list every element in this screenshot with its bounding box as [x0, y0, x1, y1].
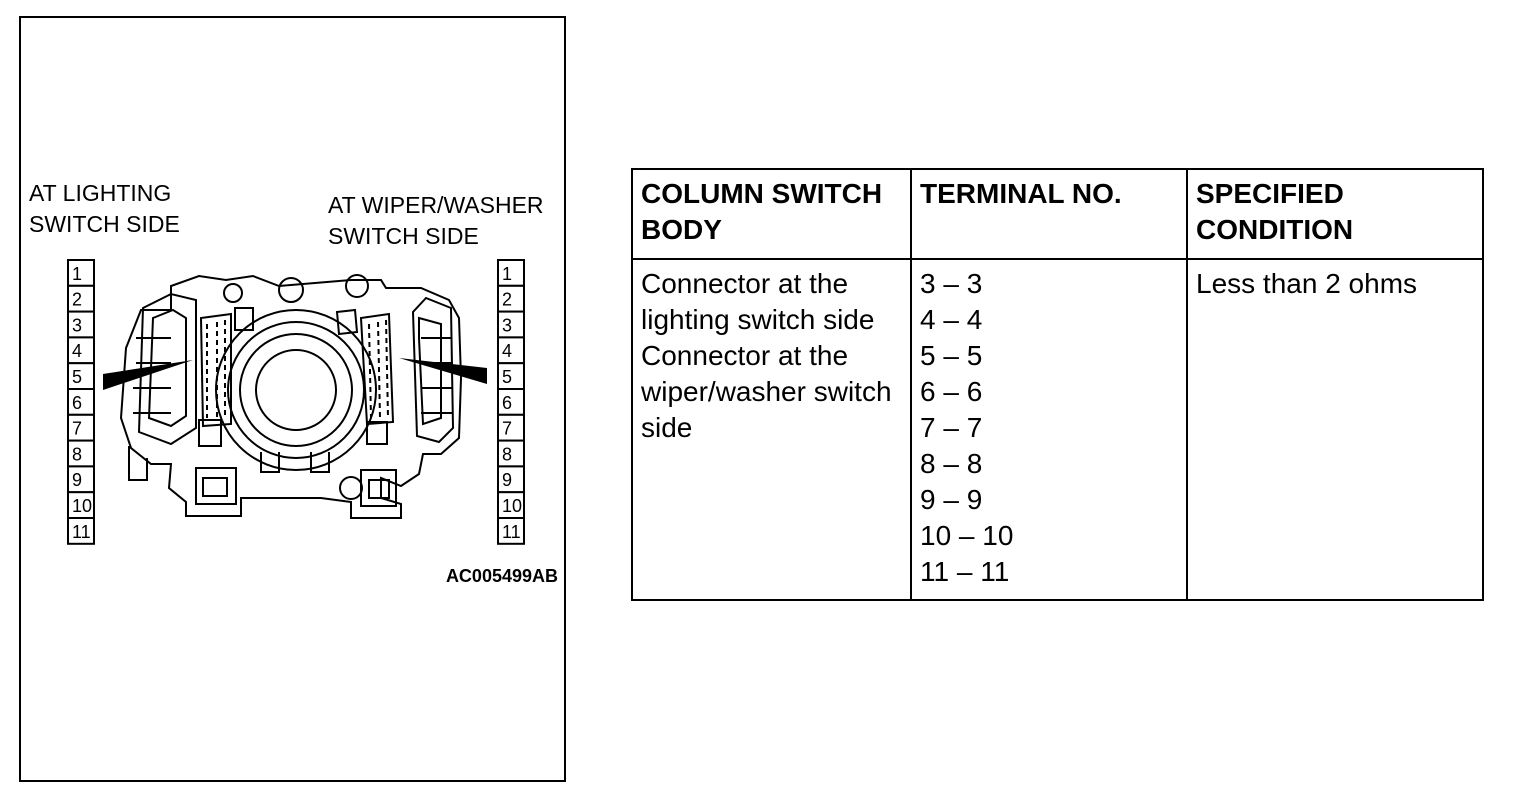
- cell-condition: Less than 2 ohms: [1186, 258, 1484, 601]
- pin-number: 6: [502, 393, 512, 413]
- label-line: SWITCH SIDE: [328, 223, 479, 249]
- pin-box: [497, 259, 525, 287]
- terminal-pair: 5 – 5: [920, 340, 983, 371]
- pin-column-right: 1 2 3 4 5 6 7 8 9 10 11: [497, 259, 525, 545]
- header-terminal-no: TERMINAL NO.: [910, 168, 1188, 260]
- arrow-left-icon: [103, 360, 193, 390]
- table-row: Connector at the lighting switch side Co…: [631, 258, 1484, 601]
- pin-box: [497, 388, 525, 416]
- terminal-pair: 4 – 4: [920, 304, 983, 335]
- label-line: AT WIPER/WASHER: [328, 192, 544, 218]
- pin-box: [67, 439, 95, 468]
- cell-body: Connector at the lighting switch side Co…: [631, 258, 912, 601]
- pin-box: [67, 517, 95, 545]
- pin-box: [67, 491, 95, 520]
- pin-box: [67, 336, 95, 365]
- pin-box: [67, 388, 95, 416]
- pin-number: 3: [72, 315, 82, 335]
- terminal-pair: 9 – 9: [920, 484, 983, 515]
- terminal-pair: 6 – 6: [920, 376, 983, 407]
- pin-number: 9: [502, 470, 512, 490]
- pin-box: [67, 362, 95, 391]
- pin-number: 7: [502, 419, 512, 439]
- pin-box: [497, 310, 525, 339]
- pin-number: 2: [72, 290, 82, 310]
- center-ring: [215, 309, 377, 471]
- pin-number: 5: [502, 367, 512, 387]
- pin-number: 8: [502, 444, 512, 464]
- terminal-pair: 10 – 10: [920, 520, 1014, 551]
- table-header-row: COLUMN SWITCH BODY TERMINAL NO. SPECIFIE…: [631, 168, 1484, 260]
- header-column-switch-body: COLUMN SWITCH BODY: [631, 168, 912, 260]
- pin-number: 2: [502, 290, 512, 310]
- pin-box: [497, 517, 525, 545]
- arrow-right-icon: [399, 358, 487, 384]
- pin-box: [67, 259, 95, 287]
- pin-number: 10: [72, 496, 92, 516]
- terminal-pair: 3 – 3: [920, 268, 983, 299]
- pin-box: [67, 465, 95, 494]
- pin-number: 1: [502, 264, 512, 284]
- header-specified-condition: SPECIFIED CONDITION: [1186, 168, 1484, 260]
- pin-number: 3: [502, 315, 512, 335]
- cell-terminals: 3 – 3 4 – 4 5 – 5 6 – 6 7 – 7 8 – 8 9 – …: [910, 258, 1188, 601]
- pin-number: 4: [72, 341, 82, 361]
- pin-number: 9: [72, 470, 82, 490]
- terminal-lines: [206, 319, 389, 419]
- pin-column-left: 1 2 3 4 5 6 7 8 9 10 11: [67, 259, 95, 545]
- pin-number: 6: [72, 393, 82, 413]
- terminal-pair: 11 – 11: [920, 556, 1010, 587]
- pin-number: 8: [72, 444, 82, 464]
- label-line: SWITCH SIDE: [29, 211, 180, 237]
- spec-table: COLUMN SWITCH BODY TERMINAL NO. SPECIFIE…: [631, 168, 1484, 601]
- pin-number: 7: [72, 419, 82, 439]
- terminal-pair: 7 – 7: [920, 412, 983, 443]
- pin-number: 4: [502, 341, 512, 361]
- pin-number: 10: [502, 496, 522, 516]
- label-line: AT LIGHTING: [29, 180, 172, 206]
- pin-box: [67, 413, 95, 442]
- switch-body-outline: [119, 274, 463, 519]
- terminal-pair: 8 – 8: [920, 448, 983, 479]
- label-lighting-switch-side: AT LIGHTING SWITCH SIDE: [29, 178, 180, 240]
- connector-blocks: [198, 307, 395, 447]
- pin-box: [497, 284, 525, 313]
- pin-number: 5: [72, 367, 82, 387]
- pin-number: 11: [72, 522, 91, 542]
- pin-number: 11: [502, 522, 521, 542]
- figure-code: AC005499AB: [445, 566, 558, 586]
- pin-number: 1: [72, 264, 82, 284]
- label-wiper-washer-switch-side: AT WIPER/WASHER SWITCH SIDE: [328, 190, 544, 252]
